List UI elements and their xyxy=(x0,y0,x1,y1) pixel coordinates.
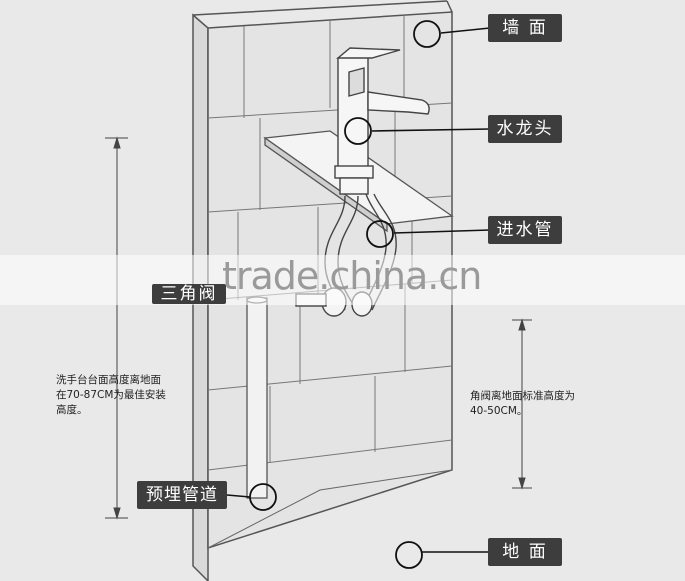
embedded-pipe-label: 预埋管道 xyxy=(137,481,227,509)
wall-top-edge xyxy=(192,0,448,16)
valve-height-dimension xyxy=(512,318,532,490)
watermark: trade.china.cn xyxy=(222,254,482,298)
callout-leaders xyxy=(226,27,491,553)
watermark-band xyxy=(0,255,685,305)
floor-marker xyxy=(395,541,423,569)
faucet-label: 水龙头 xyxy=(488,115,562,143)
basin-height-note: 洗手台台面高度离地面 在70-87CM为最佳安装 高度。 xyxy=(56,374,166,416)
wall-label: 墙 面 xyxy=(488,14,562,42)
floor-label: 地 面 xyxy=(488,538,562,566)
valve-height-note: 角阀离地面标准高度为 40-50CM。 xyxy=(470,390,575,417)
faucet-drawing xyxy=(334,47,430,195)
callout-markers xyxy=(249,20,441,569)
wall-marker xyxy=(413,20,441,48)
inlet-pipe-label: 进水管 xyxy=(488,216,562,244)
angle-valve-label: 三角阀 xyxy=(152,284,226,304)
embedded-pipe-drawing xyxy=(246,296,268,499)
embedded-pipe-marker xyxy=(249,483,277,511)
faucet-marker xyxy=(344,117,372,145)
floor-line xyxy=(207,469,453,549)
inlet-pipe-marker xyxy=(366,220,394,248)
basin-height-dimension xyxy=(105,136,128,520)
